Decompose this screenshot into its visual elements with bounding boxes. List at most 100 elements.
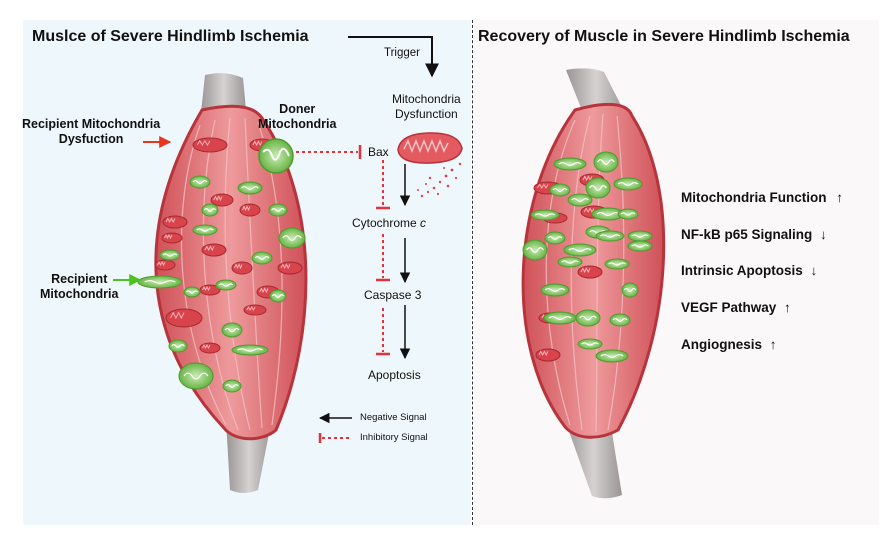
healthy-mitochondrion xyxy=(278,227,306,249)
left-panel-title: Muslce of Severe Hindlimb Ischemia xyxy=(32,28,309,45)
mito-dysfunction-line1: Mitochondria xyxy=(392,92,461,106)
healthy-mitochondrion xyxy=(549,183,571,197)
effect-nfkb-signaling: NF-kB p65 Signaling ↓ xyxy=(681,227,827,242)
left-muscle xyxy=(154,73,308,493)
healthy-mitochondrion xyxy=(575,309,601,327)
donor-mitochondria-label: Doner Mitochondria xyxy=(258,102,336,132)
dysfunctional-mitochondrion xyxy=(397,132,463,198)
panel-divider xyxy=(472,20,473,525)
healthy-mitochondrion xyxy=(221,322,243,338)
right-panel-title: Recovery of Muscle in Severe Hindlimb Is… xyxy=(478,28,850,45)
trigger-label: Trigger xyxy=(384,47,420,59)
left-mitochondria xyxy=(137,137,306,393)
donor-label-line2: Mitochondria xyxy=(258,117,337,131)
healthy-mitochondrion xyxy=(543,311,577,325)
bax-label: Bax xyxy=(368,145,389,159)
healthy-mitochondrion xyxy=(137,275,183,289)
bottom-tendon xyxy=(565,420,622,499)
healthy-mitochondrion xyxy=(269,289,287,303)
healthy-mitochondrion xyxy=(577,338,603,350)
healthy-mitochondrion xyxy=(553,157,587,171)
right-mitochondria xyxy=(522,151,653,363)
healthy-mitochondrion xyxy=(617,208,639,220)
healthy-mitochondrion xyxy=(591,207,625,221)
healthy-mitochondrion xyxy=(192,224,218,236)
damaged-mitochondrion xyxy=(199,284,221,296)
damaged-mitochondrion xyxy=(243,304,267,316)
healthy-mitochondrion xyxy=(609,313,631,327)
damaged-mitochondrion xyxy=(239,203,261,217)
healthy-mitochondrion xyxy=(222,379,242,393)
healthy-mitochondrion xyxy=(595,349,629,363)
healthy-mitochondrion xyxy=(183,286,201,298)
healthy-mitochondrion xyxy=(593,151,619,173)
healthy-mitochondrion xyxy=(201,203,219,217)
effect-text: Intrinsic Apoptosis xyxy=(681,263,803,278)
damaged-mitochondrion xyxy=(201,243,227,257)
effect-text: VEGF Pathway xyxy=(681,300,777,315)
damaged-mitochondrion xyxy=(535,348,561,362)
apoptosis-label: Apoptosis xyxy=(368,368,421,382)
recipient-dysfunction-line1: Recipient Mitochondria xyxy=(22,117,161,131)
healthy-mitochondrion xyxy=(585,177,611,199)
healthy-mitochondrion xyxy=(595,230,625,242)
up-arrow-icon: ↑ xyxy=(769,337,777,352)
cytochrome-c-italic: c xyxy=(420,216,427,230)
donor-label-line1: Doner xyxy=(279,102,316,116)
effect-mitochondria-function: Mitochondria Function ↑ xyxy=(681,190,843,205)
effect-text: NF-kB p65 Signaling xyxy=(681,227,813,242)
damaged-mitochondrion xyxy=(165,308,203,328)
healthy-mitochondrion xyxy=(563,243,597,257)
recipient-mitochondria-label: Recipient Mitochondria xyxy=(40,272,118,302)
damaged-mitochondrion xyxy=(162,215,188,229)
healthy-mitochondrion xyxy=(268,203,288,217)
healthy-mitochondrion xyxy=(522,239,548,261)
donor-mitochondrion xyxy=(258,138,294,174)
up-arrow-icon: ↑ xyxy=(784,300,791,315)
damaged-mitochondrion xyxy=(199,342,221,354)
healthy-mitochondrion xyxy=(189,175,211,189)
recipient-label-line1: Recipient xyxy=(51,272,108,286)
healthy-mitochondrion xyxy=(237,181,263,195)
down-arrow-icon: ↓ xyxy=(820,227,827,242)
healthy-mitochondrion xyxy=(627,230,653,242)
healthy-mitochondrion xyxy=(627,240,653,252)
damaged-mitochondrion xyxy=(210,193,234,207)
down-arrow-icon: ↓ xyxy=(810,263,818,278)
legend-inhibitory-label: Inhibitory Signal xyxy=(360,432,428,443)
healthy-mitochondrion xyxy=(604,258,630,270)
effect-angiogenesis: Angiognesis ↑ xyxy=(681,337,777,352)
mito-dysfunction-line2: Dysfunction xyxy=(395,107,458,121)
damaged-mitochondrion xyxy=(161,232,183,244)
healthy-mitochondrion xyxy=(251,251,273,265)
cytochrome-c-label: Cytochrome c xyxy=(352,216,426,230)
healthy-mitochondrion xyxy=(613,177,643,191)
muscle-belly xyxy=(154,104,308,441)
up-arrow-icon: ↑ xyxy=(836,190,843,205)
damaged-mitochondrion xyxy=(277,261,303,275)
cytochrome-text: Cytochrome xyxy=(352,216,417,230)
effect-text: Angiognesis xyxy=(681,337,763,352)
mito-dysfunction-label: Mitochondria Dysfunction xyxy=(392,92,461,122)
legend-negative-label: Negative Signal xyxy=(360,412,427,423)
healthy-mitochondrion xyxy=(530,209,560,221)
caspase-3-label: Caspase 3 xyxy=(364,288,422,302)
damaged-mitochondrion xyxy=(231,261,253,275)
effect-intrinsic-apoptosis: Intrinsic Apoptosis ↓ xyxy=(681,263,817,278)
healthy-mitochondrion xyxy=(567,193,593,207)
recipient-label-line2: Mitochondria xyxy=(40,287,119,301)
effect-vegf-pathway: VEGF Pathway ↑ xyxy=(681,300,791,315)
recipient-dysfunction-line2: Dysfuction xyxy=(58,132,124,146)
healthy-mitochondrion xyxy=(544,231,566,245)
damaged-mitochondrion xyxy=(577,265,603,279)
healthy-mitochondrion xyxy=(168,339,188,353)
healthy-mitochondrion xyxy=(557,256,583,268)
healthy-mitochondrion xyxy=(231,344,269,356)
trigger-arrow xyxy=(348,36,439,78)
healthy-mitochondrion xyxy=(178,362,214,390)
healthy-mitochondrion xyxy=(540,283,570,297)
recipient-dysfunction-label: Recipient Mitochondria Dysfuction xyxy=(22,117,160,147)
healthy-mitochondrion xyxy=(215,279,237,291)
damaged-mitochondrion xyxy=(154,259,176,271)
